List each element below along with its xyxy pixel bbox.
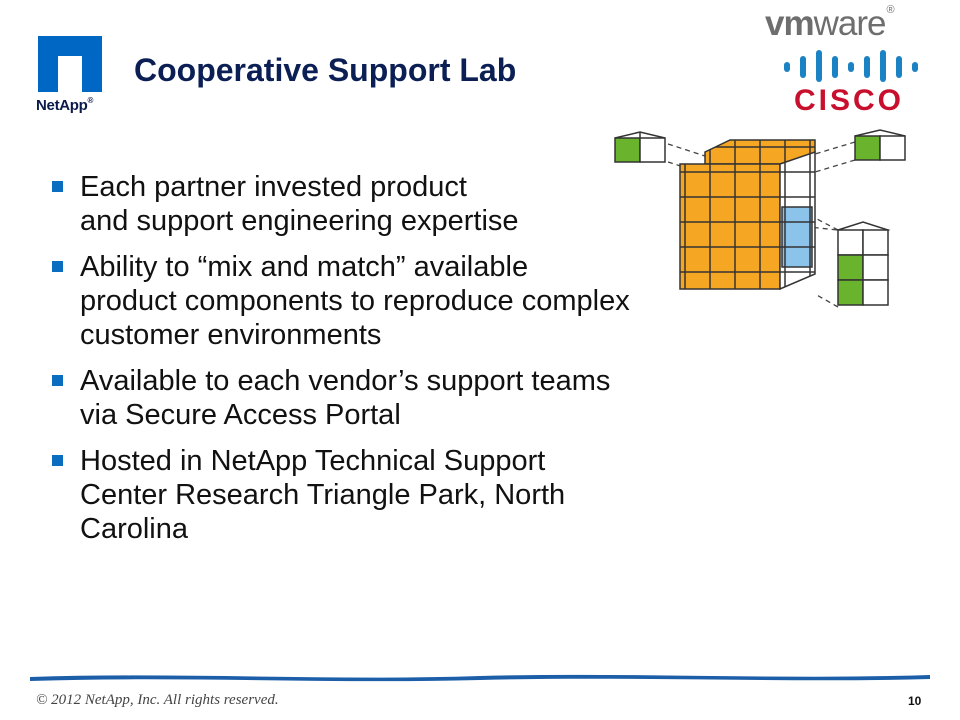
bullet-item: Available to each vendor’s support teams… — [50, 364, 810, 432]
netapp-n-icon — [38, 36, 102, 92]
slide-title: Cooperative Support Lab — [134, 52, 517, 88]
square-bullet-icon — [52, 375, 63, 386]
building-blocks-cube-illustration — [614, 129, 906, 308]
bullet-item: Ability to “mix and match” available pro… — [50, 250, 810, 352]
footer-brush-rule — [30, 674, 930, 682]
netapp-logo: NetApp® — [36, 36, 106, 116]
square-bullet-icon — [52, 455, 63, 466]
copyright-notice: © 2012 NetApp, Inc. All rights reserved. — [36, 692, 279, 708]
bullet-item: Each partner invested product and suppor… — [50, 170, 810, 238]
page-number: 10 — [908, 694, 922, 708]
vmware-logo: vmware® — [765, 4, 895, 43]
netapp-wordmark: NetApp® — [36, 96, 94, 114]
bullet-item: Hosted in NetApp Technical Support Cente… — [50, 444, 810, 546]
cisco-bars-icon — [784, 50, 918, 82]
cisco-logo: CISCO — [782, 48, 922, 117]
cisco-wordmark: CISCO — [794, 84, 905, 117]
square-bullet-icon — [52, 181, 63, 192]
bullet-list: Each partner invested product and suppor… — [50, 170, 810, 558]
square-bullet-icon — [52, 261, 63, 272]
